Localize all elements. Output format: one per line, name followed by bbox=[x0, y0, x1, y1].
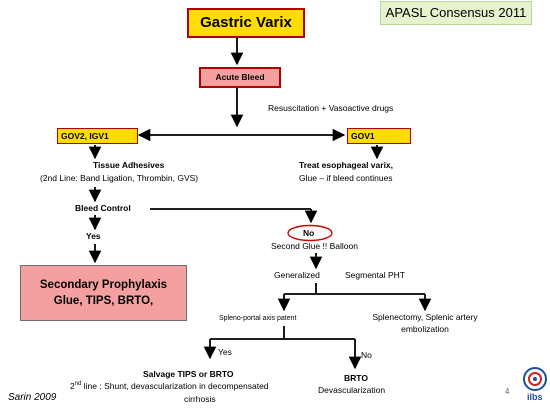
no-bottom-text: No bbox=[361, 350, 372, 360]
segmental-pht-text: Segmental PHT bbox=[345, 270, 405, 280]
yes-bottom-text: Yes bbox=[218, 347, 232, 357]
brto-text: BRTO bbox=[344, 373, 368, 383]
devascularization-text: Devascularization bbox=[318, 385, 386, 395]
gov2-igv1-box: GOV2, IGV1 bbox=[57, 128, 138, 144]
generalized-text: Generalized bbox=[274, 270, 320, 280]
second-line-text: (2nd Line: Band Ligation, Thrombin, GVS) bbox=[40, 173, 199, 183]
secondary-line1: Secondary Prophylaxis bbox=[39, 279, 168, 291]
resuscitation-text: Resuscitation + Vasoactive drugs bbox=[268, 103, 394, 113]
no-highlight-ellipse bbox=[287, 224, 333, 242]
second-glue-text: Second Glue !! Balloon bbox=[271, 241, 358, 251]
page-number: 4 bbox=[505, 387, 510, 396]
splenoportal-text: Spleno-portal axis patent bbox=[219, 315, 297, 322]
gastric-varix-box: Gastric Varix bbox=[187, 8, 305, 38]
yes-left-text: Yes bbox=[86, 231, 101, 241]
secondary-prophylaxis-box: Secondary Prophylaxis Glue, TIPS, BRTO, bbox=[20, 265, 187, 321]
treat-esophageal-text: Treat esophageal varix, bbox=[299, 160, 394, 170]
logo-text: ilbs bbox=[527, 392, 543, 402]
second-line-bottom-text: 2nd line : Shunt, devascularization in d… bbox=[70, 381, 269, 391]
gov1-box: GOV1 bbox=[347, 128, 411, 144]
ilbs-logo-icon bbox=[523, 367, 547, 391]
bleed-control-text: Bleed Control bbox=[75, 203, 131, 213]
glue-if-bleed-text: Glue – if bleed continues bbox=[299, 173, 393, 183]
ilbs-logo: ilbs bbox=[520, 366, 550, 406]
splenectomy-line1: Splenectomy, Splenic artery bbox=[372, 312, 478, 322]
consensus-label: APASL Consensus 2011 bbox=[380, 1, 532, 25]
no-text: No bbox=[303, 228, 315, 238]
tissue-adhesives-text: Tissue Adhesives bbox=[93, 160, 165, 170]
salvage-text: Salvage TIPS or BRTO bbox=[143, 369, 234, 379]
cirrhosis-text: cirrhosis bbox=[184, 394, 216, 404]
splenectomy-line2: embolization bbox=[401, 324, 449, 334]
citation-text: Sarin 2009 bbox=[8, 392, 57, 403]
secondary-line2: Glue, TIPS, BRTO, bbox=[53, 295, 154, 307]
acute-bleed-box: Acute Bleed bbox=[199, 67, 281, 88]
